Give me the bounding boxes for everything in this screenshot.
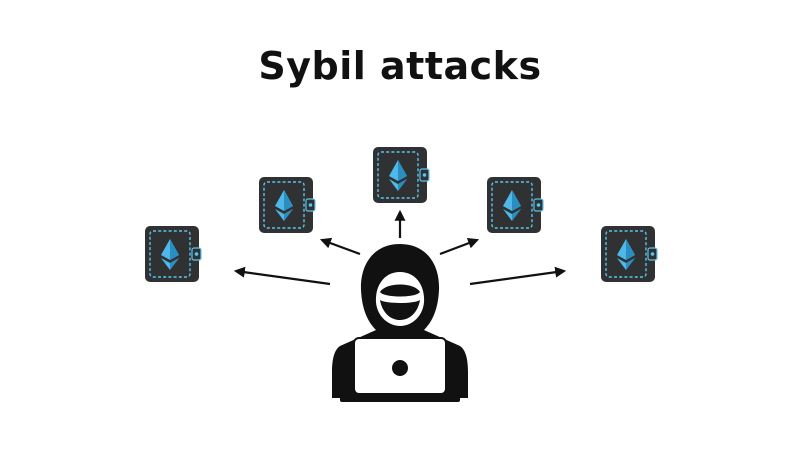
wallet-icon [258, 176, 316, 234]
wallet-icon [486, 176, 544, 234]
page-title: Sybil attacks [258, 44, 542, 88]
laptop-icon [340, 337, 460, 402]
wallet-icon [600, 225, 658, 283]
arrow-icon [233, 266, 331, 286]
arrow-icon [319, 237, 361, 256]
arrow-icon [469, 266, 567, 286]
wallet-icon [144, 225, 202, 283]
wallet-icon [372, 146, 430, 204]
arrow-icon [439, 237, 480, 256]
